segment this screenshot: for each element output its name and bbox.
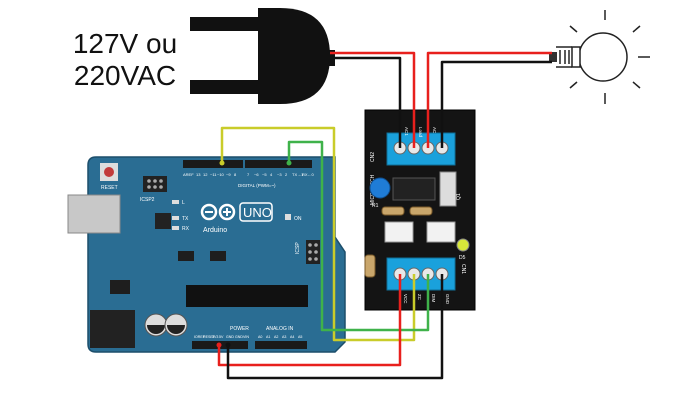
on-led-label: ON	[294, 216, 302, 222]
zc-label: ZC	[417, 294, 422, 301]
pin-label-7: 7	[247, 172, 250, 177]
pin-label-gnd1: GND	[226, 335, 234, 339]
pin-label-a2: A2	[274, 335, 278, 339]
load-label: Load	[418, 127, 423, 138]
pin-label-a3: A3	[282, 335, 286, 339]
cn2-pin-labels: AC1 Load AC	[404, 127, 437, 138]
voltage-line-2: 220VAC	[73, 60, 177, 91]
resistors	[364, 206, 433, 278]
wire-red-5v	[217, 274, 402, 367]
arduino-logo: UNO Arduino	[200, 202, 273, 234]
status-led	[456, 238, 470, 252]
dimmer-module: CN2 MICROTECH AC1 Load AC Q1 R1	[364, 109, 476, 311]
icsp-label: ICSP	[295, 242, 301, 254]
icsp-header	[306, 240, 320, 264]
pin-label-2: 2	[285, 172, 288, 177]
usb-port	[67, 194, 121, 234]
cn2-label: CN2	[370, 152, 376, 162]
pin-label-gnd2: GND	[235, 335, 243, 339]
cn1-label: CN1	[460, 264, 466, 274]
optocouplers	[384, 221, 456, 243]
pin-label-9: ~9	[226, 172, 231, 177]
wire-bulb-black	[440, 60, 552, 148]
vcc-label: VCC	[403, 294, 408, 304]
led-label: D5	[459, 255, 466, 261]
q1-label: Q1	[456, 193, 462, 200]
ac1-label: AC1	[404, 127, 409, 136]
pin-label-13: 13	[196, 172, 201, 177]
pin-label-3: ~3	[277, 172, 282, 177]
pin-label-11: ~11	[210, 172, 217, 177]
pin-label-5v: 5V	[219, 335, 224, 339]
cn1-pin-labels: VCC ZC DIM GND	[403, 294, 450, 305]
pin-label-1: TX→1	[292, 172, 304, 177]
wire-green-dim	[287, 140, 430, 332]
led-rx-label: RX	[182, 226, 190, 232]
icsp2-header	[143, 176, 167, 192]
pin-label-ioref: IOREF	[194, 335, 206, 339]
wire-contacts	[216, 160, 292, 348]
wires	[217, 51, 552, 380]
capacitors	[144, 313, 188, 337]
led-l-label: L	[182, 200, 185, 206]
pin-label-12: 12	[203, 172, 208, 177]
r1-label: R1	[372, 203, 379, 209]
reset-label: RESET	[101, 185, 118, 191]
arduino-brand-text: Arduino	[203, 227, 227, 234]
uno-logo-text: UNO	[243, 205, 272, 220]
pin-label-3v3: 3V3	[212, 335, 218, 339]
on-led	[285, 214, 291, 220]
triac	[392, 177, 436, 201]
led-tx-label: TX	[182, 216, 189, 222]
gnd-label: GND	[445, 294, 450, 305]
heatsink-component	[439, 171, 457, 207]
pin-label-a1: A1	[266, 335, 270, 339]
power-label: POWER	[230, 326, 249, 332]
pin-label-a5: A5	[298, 335, 302, 339]
digital-label: DIGITAL (PWM=~)	[238, 183, 276, 188]
pin-label-5: ~5	[262, 172, 267, 177]
power-pin-labels: IOREF RESET 3V3 5V GND GND VIN A0 A1 A2 …	[194, 335, 302, 339]
voltage-regulator	[110, 280, 130, 294]
wire-bulb-red	[426, 51, 552, 148]
wire-plug-red	[330, 51, 416, 148]
voltage-line-1: 127V ou	[72, 28, 178, 59]
voltage-label: 127V ou 220VAC	[40, 28, 210, 92]
microcontroller-chip	[186, 285, 308, 307]
analog-label: ANALOG IN	[266, 326, 294, 332]
pin-label-8: 8	[234, 172, 237, 177]
pin-label-aref: AREF	[183, 172, 194, 177]
arduino-uno-board: RESET ICSP2 AREF 13 12 ~11 ~10 ~9 8	[67, 156, 346, 353]
wire-plug-black	[335, 56, 402, 148]
pin-label-6: ~6	[254, 172, 259, 177]
light-bulb-icon	[549, 10, 650, 104]
dc-jack	[90, 310, 135, 348]
status-leds: L TX RX	[172, 200, 190, 232]
digital-pin-labels: AREF 13 12 ~11 ~10 ~9 8 7 ~6 ~5 4 ~3 2 T…	[183, 172, 315, 177]
blue-capacitor	[369, 177, 391, 199]
power-plug-icon	[190, 8, 335, 104]
ac-label: AC	[432, 127, 437, 134]
icsp2-label: ICSP2	[140, 197, 155, 203]
pin-label-vin: VIN	[243, 335, 249, 339]
dim-label: DIM	[431, 294, 436, 303]
wire-black-gnd	[226, 274, 444, 380]
pin-label-a0: A0	[258, 335, 262, 339]
pin-label-0: RX←0	[302, 172, 315, 177]
pin-label-10: ~10	[217, 172, 225, 177]
digital-header	[183, 160, 312, 168]
pin-label-4: 4	[270, 172, 273, 177]
pin-label-reset: RESET	[203, 335, 216, 339]
pin-label-a4: A4	[290, 335, 294, 339]
crystal	[155, 213, 171, 229]
